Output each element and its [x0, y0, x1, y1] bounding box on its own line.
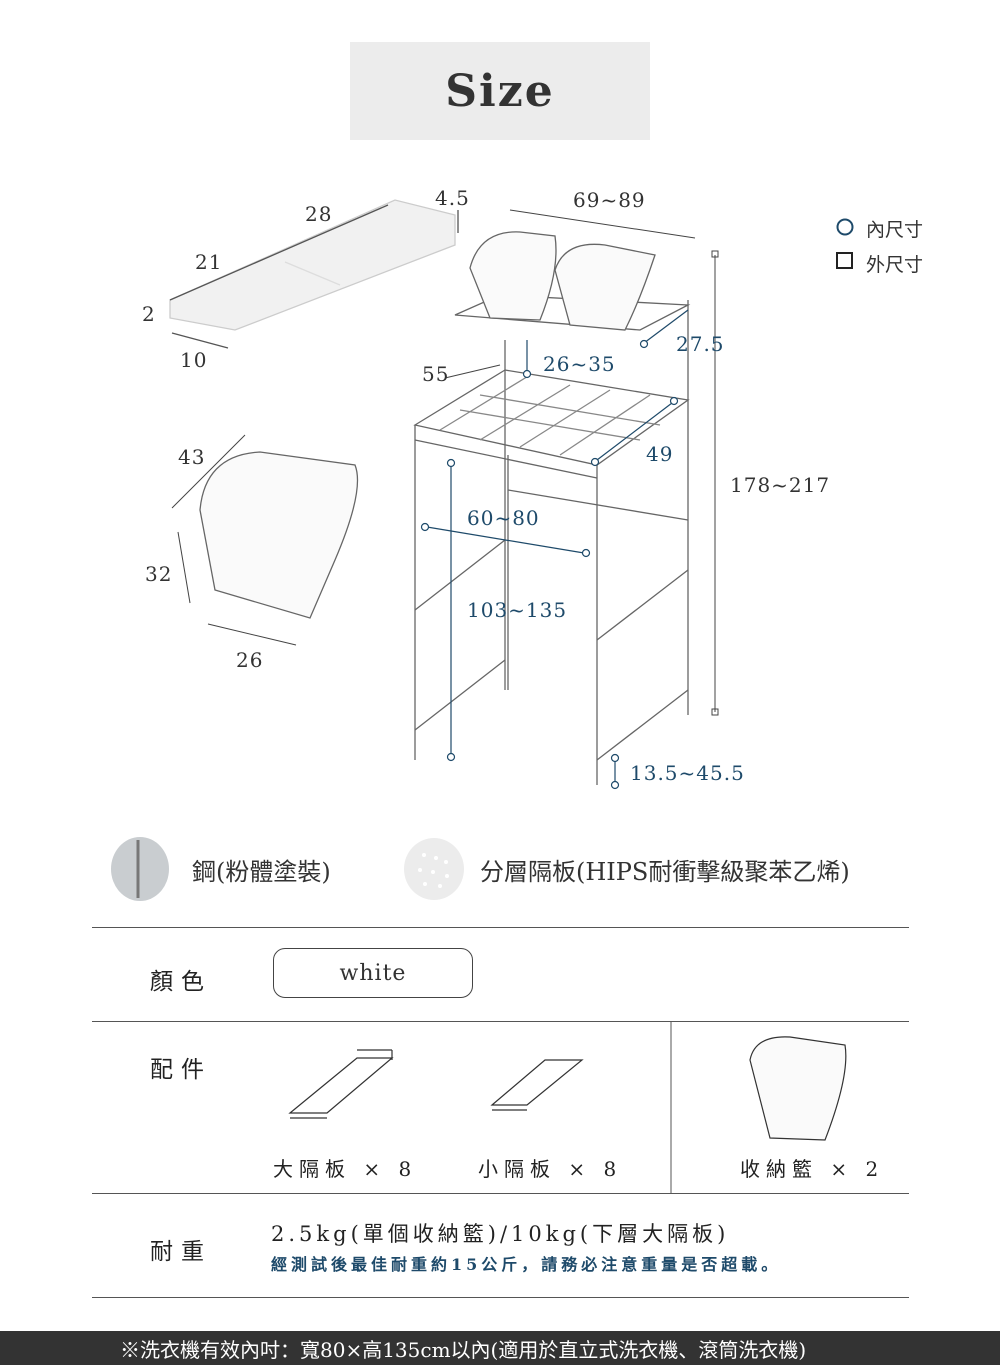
page-title: Size [350, 42, 650, 140]
inner-size-icon [836, 218, 854, 236]
dim-inner-height: 103~135 [467, 598, 568, 622]
divider [92, 1193, 909, 1194]
steel-material-icon [111, 837, 169, 901]
dim-basket-height: 32 [145, 562, 173, 586]
dim-inner-width: 60~80 [467, 506, 540, 530]
outer-size-icon [836, 252, 853, 269]
color-option-white[interactable]: white [273, 948, 473, 998]
dim-shelf-lip: 4.5 [435, 186, 470, 210]
material-steel: 鋼(粉體塗裝) [192, 858, 331, 886]
dim-foot: 13.5~45.5 [630, 761, 745, 785]
divider [92, 1297, 909, 1298]
dim-top-width: 69~89 [573, 188, 646, 212]
accessory-illustrations [288, 1036, 847, 1141]
rack-illustration [199, 231, 691, 785]
dim-shelf-height: 2 [142, 302, 156, 326]
accessories-label: 配件 [150, 1057, 212, 1083]
load-note: 經測試後最佳耐重約15公斤，請務必注意重量是否超載。 [271, 1255, 782, 1274]
accessory-large-shelf: 大隔板 × 8 [273, 1157, 418, 1181]
dim-basket-gap: 26~35 [543, 352, 616, 376]
shelf-illustration [169, 199, 459, 349]
dim-rack-depth: 55 [422, 362, 450, 386]
footer-note: ※洗衣機有效內吋：寬80×高135cm以內(適用於直立式洗衣機、滾筒洗衣機) [0, 1331, 1000, 1365]
accessory-small-shelf: 小隔板 × 8 [478, 1157, 623, 1181]
dim-shelf-width: 21 [195, 250, 223, 274]
dim-shelf-small: 10 [180, 348, 208, 372]
dim-shelf-depth: 49 [646, 442, 674, 466]
divider [92, 1021, 909, 1022]
load-capacity: 2.5kg(單個收納籃)/10kg(下層大隔板) [271, 1222, 730, 1246]
accessory-basket: 收納籃 × 2 [740, 1157, 885, 1181]
dim-shelf-length: 28 [305, 202, 333, 226]
dim-basket-length: 43 [178, 445, 206, 469]
dim-top-depth: 27.5 [676, 332, 725, 356]
color-label: 顏色 [150, 969, 212, 995]
load-label: 耐重 [150, 1239, 212, 1265]
material-hips: 分層隔板(HIPS耐衝擊級聚苯乙烯) [480, 858, 850, 886]
dim-total-height: 178~217 [730, 473, 831, 497]
divider [92, 927, 909, 928]
legend-outer: 外尺寸 [866, 254, 924, 276]
dim-basket-width: 26 [236, 648, 264, 672]
legend-inner: 內尺寸 [866, 219, 924, 241]
hips-material-icon [404, 838, 464, 900]
